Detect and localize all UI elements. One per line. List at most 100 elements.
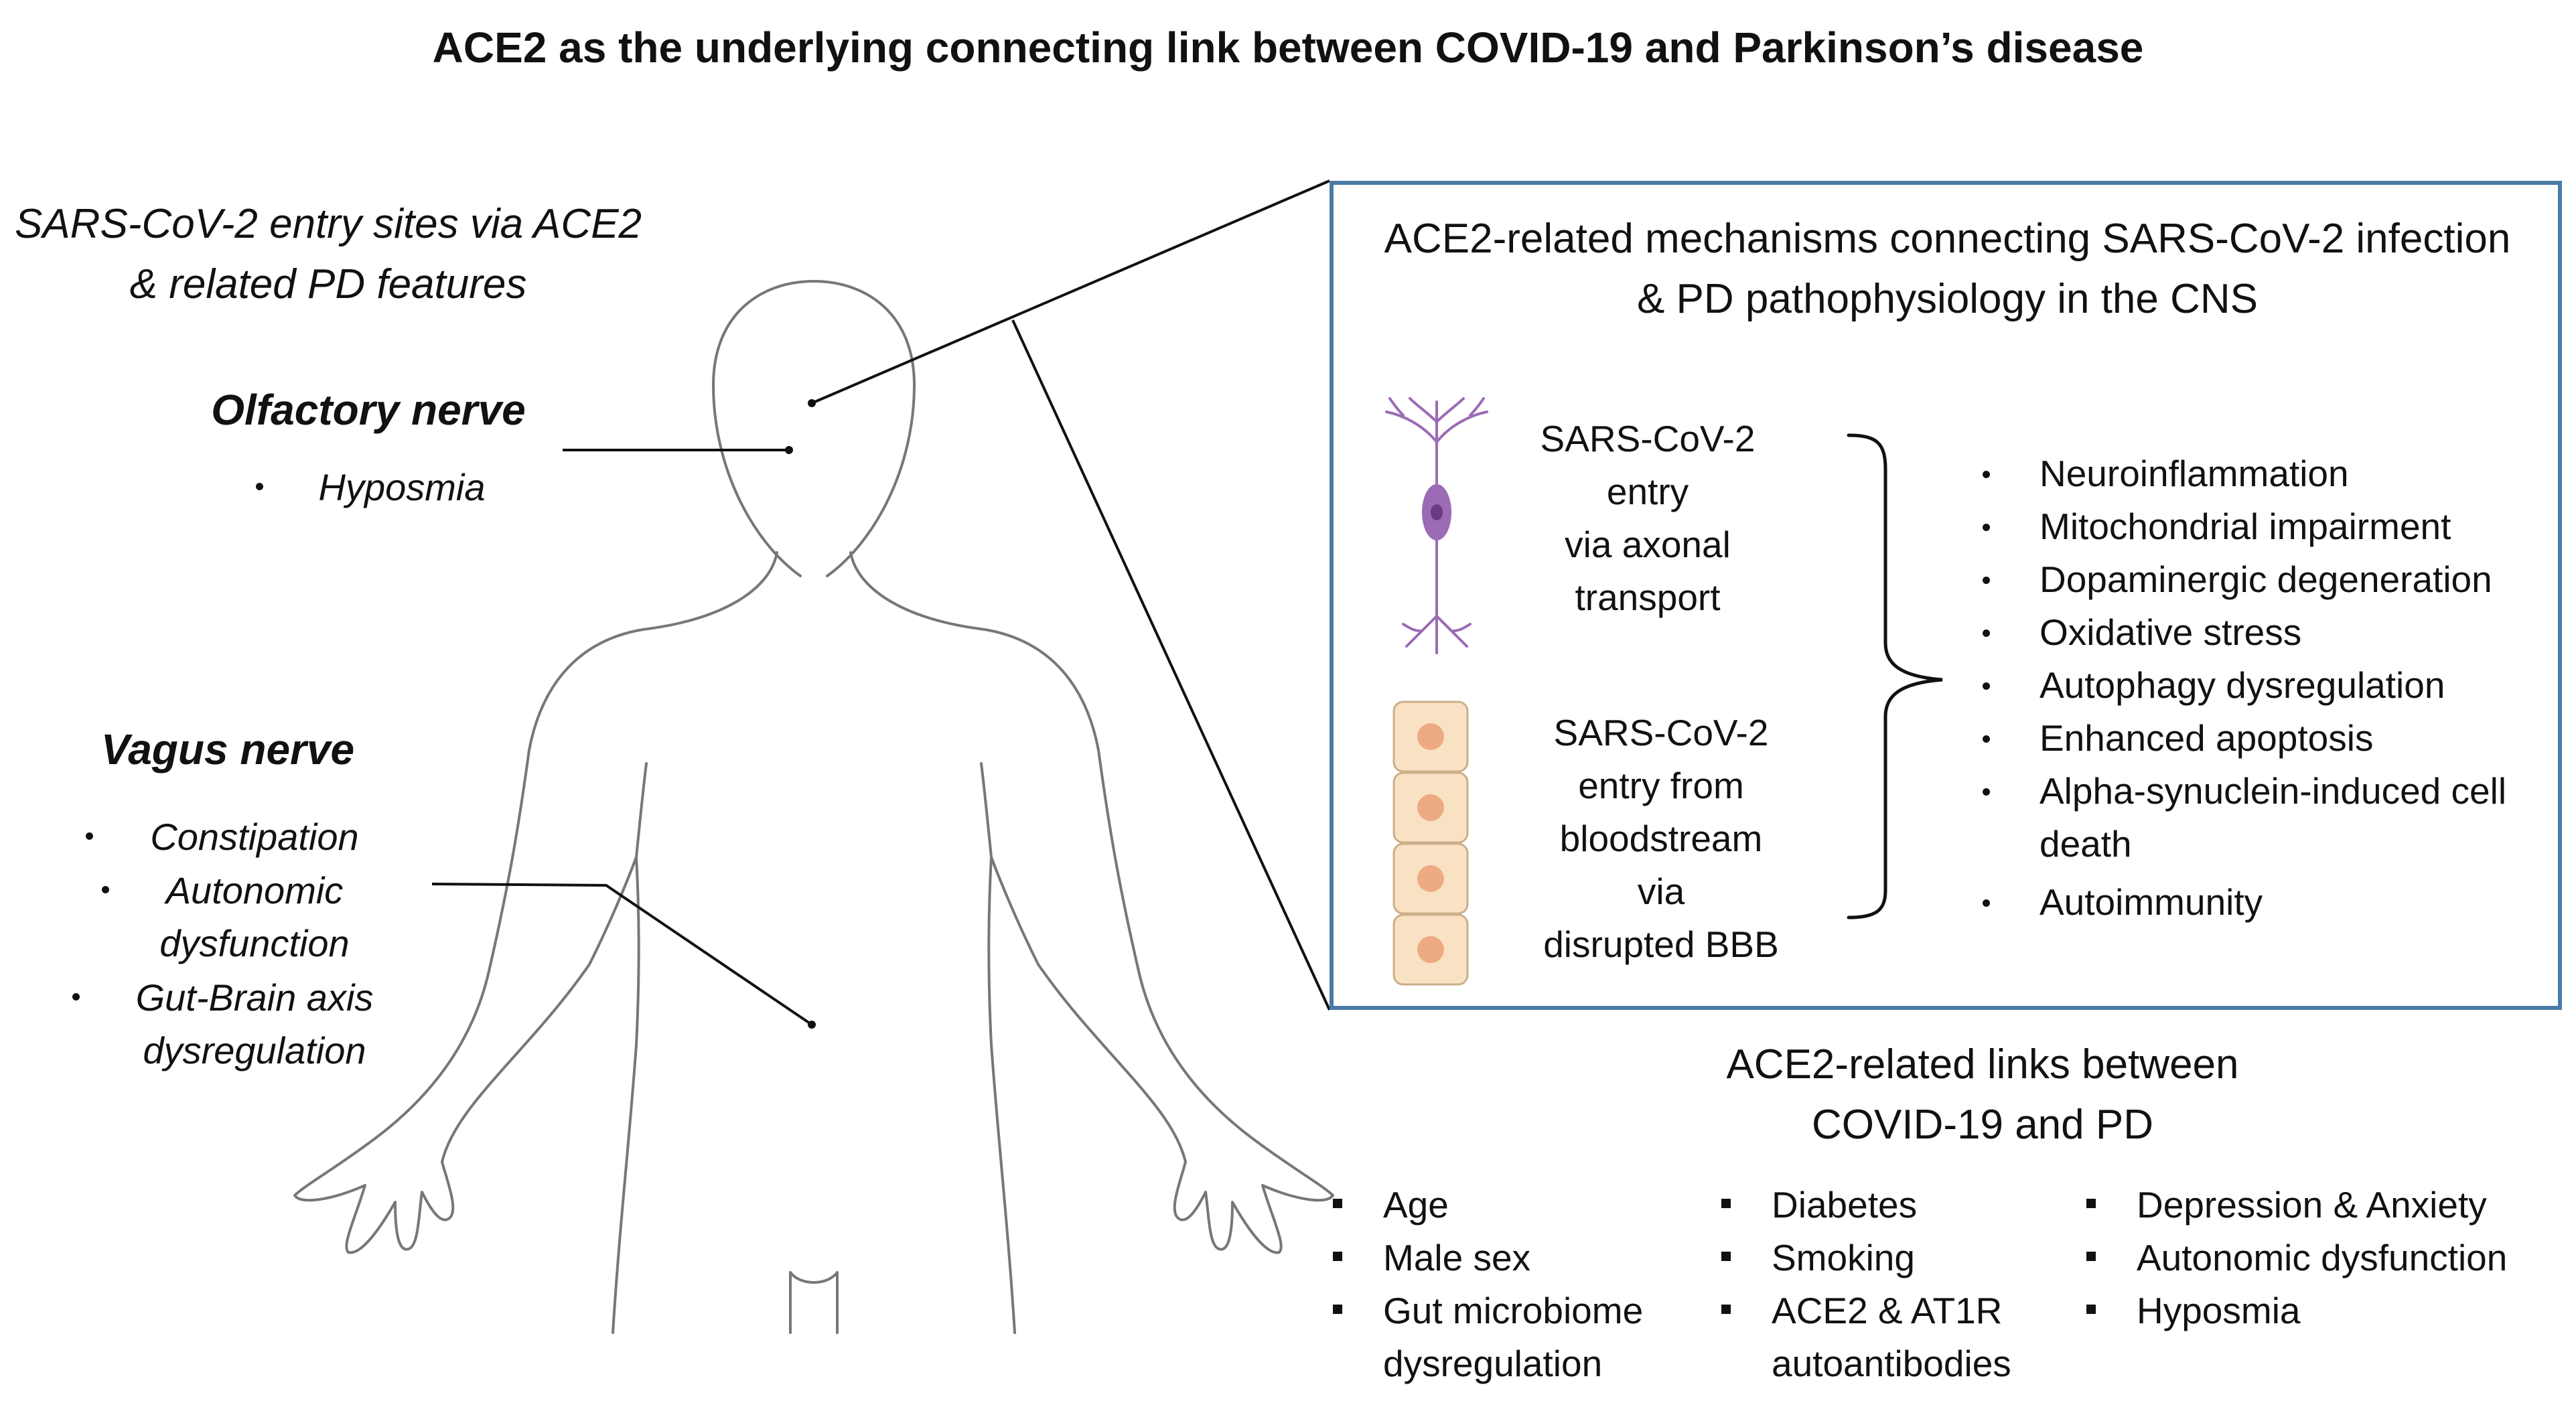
link-label: Smoking <box>1772 1237 1915 1278</box>
entry-sites-heading-line1: SARS-CoV-2 entry sites via ACE2 <box>14 201 642 247</box>
vagus-connector-line <box>431 883 813 1026</box>
link-label: Autonomic dysfunction <box>2137 1237 2508 1278</box>
axonal-entry-line4: transport <box>1575 577 1721 618</box>
bbb-entry-line3: bloodstream <box>1559 818 1763 859</box>
figure-title: ACE2 as the underlying connecting link b… <box>432 23 2144 72</box>
olfactory-nerve-title: Olfactory nerve <box>211 386 526 434</box>
entry-sites-heading-line2: & related PD features <box>129 261 527 307</box>
body-left-outline <box>293 551 778 1334</box>
bullet-icon <box>102 886 109 893</box>
bbb-entry-line4: via <box>1637 871 1685 912</box>
mechanism-label: Alpha-synuclein-induced cell <box>2040 770 2507 812</box>
link-item-continuation: dysregulation <box>1326 1337 1728 1390</box>
link-item: Male sex <box>1326 1232 1728 1284</box>
curly-brace-icon <box>1847 433 1943 919</box>
mechanism-label: Enhanced apoptosis <box>2040 717 2374 759</box>
link-item: Gut microbiome <box>1326 1284 1728 1337</box>
neuron-icon <box>1385 397 1488 654</box>
vagus-feature-autonomic: Autonomic dysfunction <box>107 864 402 970</box>
bullet-icon <box>1983 899 1990 907</box>
axonal-entry-text: SARS-CoV-2 entry via axonal transport <box>1494 413 1802 624</box>
square-bullet-icon <box>1721 1252 1731 1261</box>
bbb-entry-line2: entry from <box>1578 765 1744 806</box>
link-label: Age <box>1383 1184 1449 1226</box>
square-bullet-icon <box>1333 1199 1342 1208</box>
link-item: Age <box>1326 1179 1728 1232</box>
square-bullet-icon <box>1721 1305 1731 1314</box>
link-label: Diabetes <box>1772 1184 1918 1226</box>
head-point <box>808 399 816 407</box>
bullet-icon <box>256 483 263 490</box>
bullet-icon <box>86 832 93 840</box>
body-head-outline <box>712 280 916 577</box>
link-label: Gut microbiome <box>1383 1290 1644 1331</box>
bullet-icon <box>1983 471 1990 478</box>
links-heading: ACE2-related links between COVID-19 and … <box>1561 1035 2405 1155</box>
mechanism-item: Mitochondrial impairment <box>1976 500 2565 553</box>
cns-box-heading: ACE2-related mechanisms connecting SARS-… <box>1333 209 2562 329</box>
links-heading-line1: ACE2-related links between <box>1726 1041 2239 1088</box>
mechanism-item: Alpha-synuclein-induced cell <box>1976 765 2565 818</box>
square-bullet-icon <box>2086 1199 2096 1208</box>
bullet-icon <box>1983 577 1990 584</box>
square-bullet-icon <box>2086 1305 2096 1314</box>
links-column-2: Diabetes Smoking ACE2 & AT1R autoantibod… <box>1715 1179 2090 1390</box>
cns-box-heading-line2: & PD pathophysiology in the CNS <box>1636 276 2259 322</box>
axonal-entry-line2: entry <box>1606 471 1689 512</box>
mechanism-item: Dopaminergic degeneration <box>1976 553 2565 606</box>
bullet-icon <box>1983 735 1990 743</box>
square-bullet-icon <box>1721 1199 1731 1208</box>
link-item: ACE2 & AT1R <box>1715 1284 2090 1337</box>
link-label: dysregulation <box>1383 1343 1603 1384</box>
cns-box-heading-line1: ACE2-related mechanisms connecting SARS-… <box>1384 216 2511 262</box>
square-bullet-icon <box>1333 1252 1342 1261</box>
olfactory-feature-hyposmia: Hyposmia <box>318 466 486 508</box>
mechanism-item: Oxidative stress <box>1976 606 2565 659</box>
mechanism-item: Enhanced apoptosis <box>1976 712 2565 765</box>
vagus-feature-autonomic-line1: Autonomic <box>165 869 344 911</box>
link-item-continuation: autoantibodies <box>1715 1337 2090 1390</box>
head-to-box-line-top <box>811 179 1330 404</box>
link-item: Hyposmia <box>2080 1284 2575 1337</box>
entry-sites-heading: SARS-CoV-2 entry sites via ACE2 & relate… <box>7 194 650 315</box>
bbb-entry-text: SARS-CoV-2 entry from bloodstream via di… <box>1494 707 1829 971</box>
bbb-entry-line5: disrupted BBB <box>1543 924 1779 965</box>
vagus-feature-gut-brain-line2: dysregulation <box>143 1029 366 1072</box>
body-crotch-outline <box>789 1271 839 1334</box>
links-column-3: Depression & Anxiety Autonomic dysfuncti… <box>2080 1179 2575 1337</box>
mechanism-label: Mitochondrial impairment <box>2040 506 2451 547</box>
link-item: Smoking <box>1715 1232 2090 1284</box>
bullet-icon <box>1983 788 1990 796</box>
link-item: Depression & Anxiety <box>2080 1179 2575 1232</box>
bbb-cells-icon <box>1392 700 1469 986</box>
link-label: Male sex <box>1383 1237 1531 1278</box>
mechanism-label: Oxidative stress <box>2040 611 2302 653</box>
axonal-entry-line3: via axonal <box>1565 524 1731 565</box>
square-bullet-icon <box>1333 1305 1342 1314</box>
body-right-outline <box>849 551 1334 1334</box>
vagus-feature-constipation: Constipation <box>150 816 359 858</box>
bullet-icon <box>1983 682 1990 690</box>
mechanism-label: death <box>2040 823 2132 865</box>
mechanism-label: Autoimmunity <box>2040 881 2263 923</box>
vagus-feature-gut-brain: Gut-Brain axis dysregulation <box>100 971 409 1077</box>
mechanism-label: Autophagy dysregulation <box>2040 664 2445 706</box>
link-label: Depression & Anxiety <box>2137 1184 2487 1226</box>
square-bullet-icon <box>2086 1252 2096 1261</box>
link-label: Hyposmia <box>2137 1290 2301 1331</box>
link-item: Autonomic dysfunction <box>2080 1232 2575 1284</box>
bullet-icon <box>1983 524 1990 531</box>
mechanism-item: Neuroinflammation <box>1976 447 2565 500</box>
mechanisms-list: Neuroinflammation Mitochondrial impairme… <box>1976 447 2565 929</box>
mechanism-label: Dopaminergic degeneration <box>2040 559 2492 600</box>
cns-mechanisms-box <box>1330 181 2562 1010</box>
vagus-feature-gut-brain-line1: Gut-Brain axis <box>135 976 374 1019</box>
head-to-box-line-bottom <box>1011 319 1331 1011</box>
bullet-icon <box>72 993 80 1001</box>
links-column-1: Age Male sex Gut microbiome dysregulatio… <box>1326 1179 1728 1390</box>
vagus-nerve-title: Vagus nerve <box>100 725 355 773</box>
vagus-point <box>808 1021 816 1029</box>
vagus-feature-autonomic-line2: dysfunction <box>159 922 350 964</box>
mechanism-item: Autoimmunity <box>1976 876 2565 929</box>
